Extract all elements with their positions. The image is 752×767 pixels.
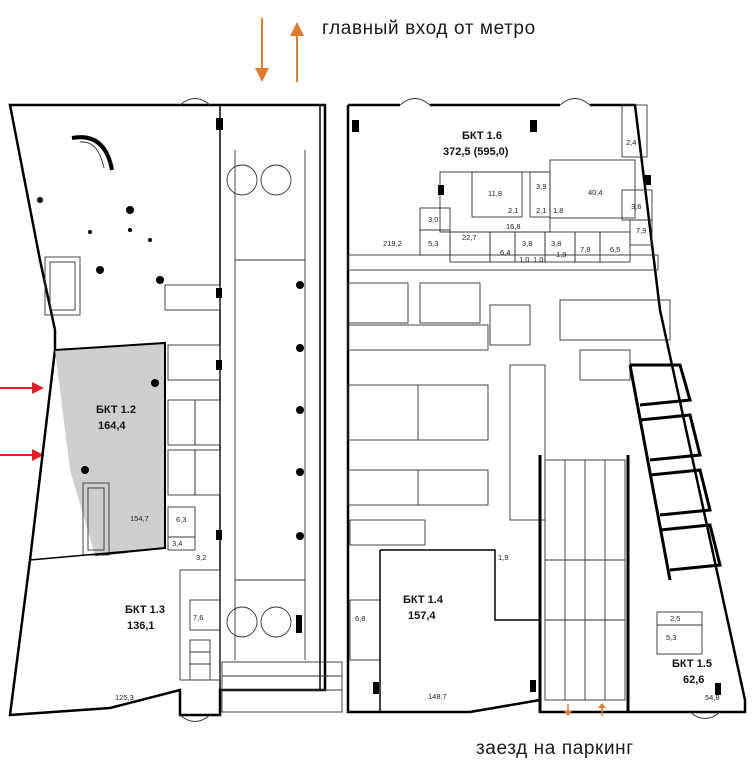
room-area: 148,7	[428, 692, 447, 701]
room-area: 2,4	[626, 138, 636, 147]
room-area: 5,3	[666, 633, 676, 642]
arrow-down-icon	[564, 704, 572, 716]
room-area: 3,6	[631, 202, 641, 211]
room-area: 54,8	[705, 693, 720, 702]
room-area: 1,9	[556, 250, 566, 259]
unit-bkt-1-3-area: 136,1	[127, 620, 155, 632]
room-area: 1,0	[533, 255, 543, 264]
service-core	[347, 254, 671, 546]
room-area: 125,3	[115, 693, 134, 702]
unit-bkt-1-6-area: 372,5 (595,0)	[443, 146, 509, 158]
unit-bkt-1-3-name: БКТ 1.3	[125, 604, 165, 616]
bkt-1-6-rooms	[419, 104, 653, 263]
room-area: 6,3	[176, 515, 186, 524]
room-area: 11,8	[488, 189, 502, 198]
room-area: 1,9	[498, 553, 508, 562]
room-area: 2,5	[670, 614, 680, 623]
unit-bkt-1-5-area: 62,6	[683, 674, 704, 686]
arrow-up-icon	[598, 703, 606, 716]
room-area: 6,5	[610, 245, 620, 254]
room-area: 6,4	[500, 248, 510, 257]
unit-bkt-1-6-name: БКТ 1.6	[462, 130, 502, 142]
arrow-right-icon	[0, 382, 44, 394]
room-area: 3,4	[172, 539, 182, 548]
room-area: 5,3	[428, 239, 438, 248]
room-area: 3,9	[536, 182, 546, 191]
unit-bkt-1-5-name: БКТ 1.5	[672, 658, 712, 670]
room-area: 6,8	[355, 614, 365, 623]
room-area: 16,8	[506, 222, 521, 231]
stair-icon	[71, 135, 114, 171]
room-area: 2,1	[536, 206, 546, 215]
parking-ramp	[538, 455, 630, 712]
unit-bkt-1-2-area: 164,4	[98, 420, 126, 432]
room-area: 3,8	[522, 239, 532, 248]
unit-bkt-1-2-fill[interactable]	[55, 343, 165, 555]
room-area: 1,0	[519, 255, 529, 264]
door-swing-icon	[179, 98, 721, 722]
room-area: 154,7	[130, 514, 149, 523]
room-area: 7,9	[636, 226, 646, 235]
unit-bkt-1-4-name: БКТ 1.4	[403, 594, 444, 606]
room-area: 3,2	[196, 553, 206, 562]
room-area: 22,7	[462, 233, 477, 242]
room-area: 3,8	[551, 239, 561, 248]
metro-entrance-caption: главный вход от метро	[322, 18, 536, 39]
room-area: 2,1	[508, 206, 518, 215]
unit-bkt-1-4-area: 157,4	[408, 610, 436, 622]
arrow-right-icon	[0, 449, 44, 461]
room-area: 7,6	[193, 613, 203, 622]
arrow-down-icon	[255, 18, 269, 82]
structural-columns	[37, 118, 721, 695]
room-area: 1,8	[553, 206, 563, 215]
parking-bays	[628, 363, 722, 581]
building-outline	[8, 103, 747, 717]
room-area: 3,0	[428, 215, 438, 224]
room-area: 40,4	[588, 188, 603, 197]
room-area: 7,8	[580, 245, 590, 254]
room-area: 219,2	[383, 239, 402, 248]
arrow-up-icon	[290, 22, 304, 82]
unit-bkt-1-2-name: БКТ 1.2	[96, 404, 136, 416]
parking-entrance-caption: заезд на паркинг	[476, 738, 634, 759]
